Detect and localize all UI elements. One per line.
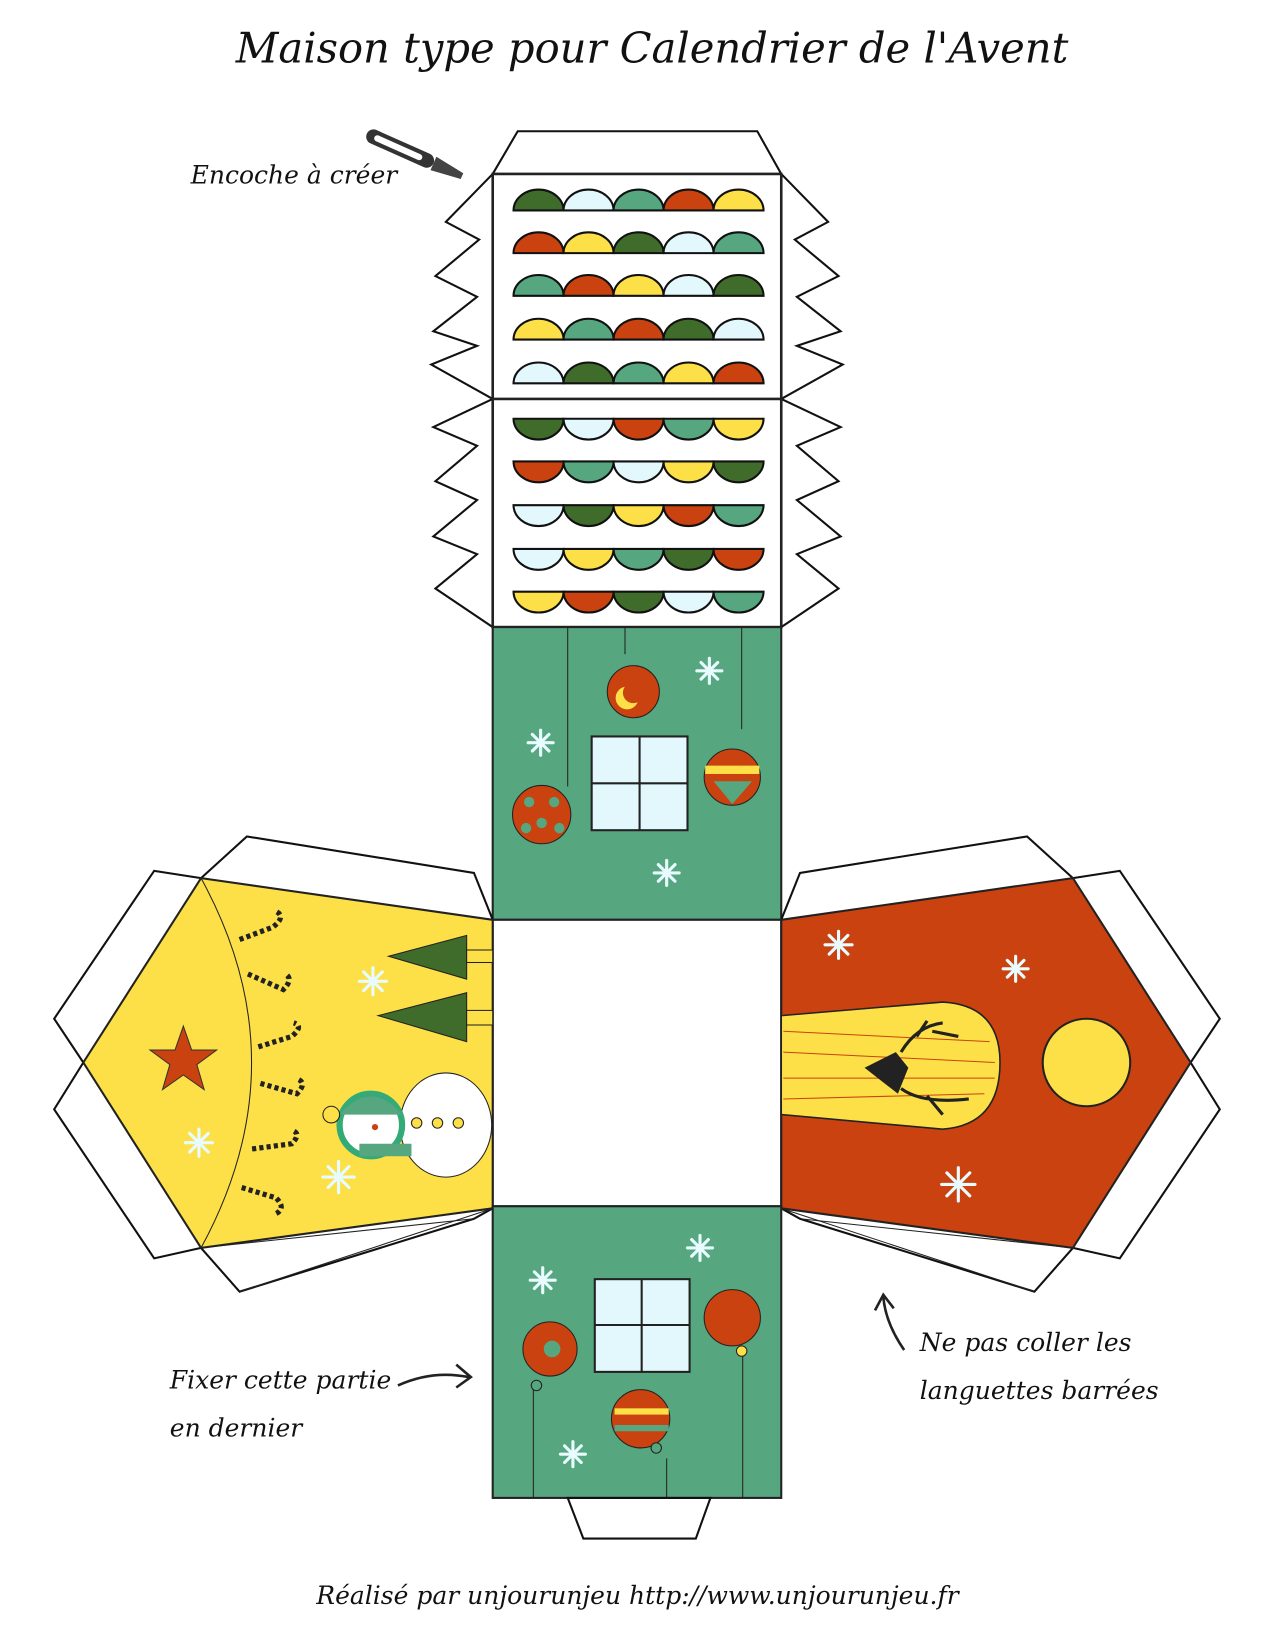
roof-tile (662, 188, 715, 212)
roof-tile (712, 547, 765, 571)
roof-tile (562, 188, 615, 212)
roof-tile (512, 231, 565, 255)
roof-tile (562, 504, 615, 528)
snowflake-icon (685, 1233, 715, 1262)
front-wall-panel (491, 626, 783, 921)
flower-ornament-icon (522, 1321, 578, 1392)
roof-tile (712, 317, 765, 341)
roof-tile (662, 417, 715, 441)
roof-tile (612, 547, 665, 571)
roof-tile (562, 274, 615, 297)
roof-tile (662, 274, 715, 297)
roof-tile (612, 460, 665, 484)
top-tab (490, 130, 784, 175)
roof-tile (712, 361, 765, 385)
snowflake-icon (321, 1159, 356, 1195)
roof-tile (562, 547, 615, 571)
tree-icon (386, 934, 494, 980)
roof-tile (712, 460, 765, 484)
snowflake-icon (652, 858, 681, 887)
roof-tile (662, 317, 715, 341)
fix-last-label-line1: Fixer cette partie (169, 1366, 391, 1395)
roof-tile (712, 274, 765, 297)
fix-last-label-line2: en dernier (170, 1413, 304, 1442)
roof-tile (562, 361, 615, 385)
roof-tile (712, 590, 765, 614)
arrow-up-icon (873, 1292, 906, 1351)
window (590, 735, 689, 832)
snowflake-icon (823, 929, 854, 960)
roof-tile (612, 504, 665, 528)
moon-icon (1041, 1017, 1132, 1108)
no-glue-label-line2: languettes barrées (920, 1376, 1159, 1405)
roof-tile (512, 188, 565, 212)
roof-tile (512, 460, 565, 484)
roof-tile (612, 590, 665, 614)
roof-tile (562, 590, 615, 614)
roof-tile (662, 590, 715, 614)
roof-tile (512, 590, 565, 614)
arrow-right-icon (397, 1363, 473, 1389)
roof-tile (562, 460, 615, 484)
snowflake-icon (940, 1166, 977, 1203)
roof-tile (612, 188, 665, 212)
snowflake-icon (526, 728, 555, 757)
roof-tile (712, 188, 765, 212)
snowflake-icon (183, 1127, 215, 1158)
roof-tile (512, 504, 565, 528)
roof-tile (512, 274, 565, 297)
no-glue-label-line1: Ne pas coller les (919, 1328, 1132, 1357)
page-title: Maison type pour Calendrier de l'Avent (235, 23, 1069, 72)
moon-ornament-icon (606, 665, 660, 719)
roof-tile (612, 274, 665, 297)
window (593, 1278, 691, 1373)
dotted-ornament-icon (511, 784, 572, 845)
roof-tile (512, 317, 565, 341)
reindeer-icon (864, 1019, 969, 1116)
star-icon (148, 1024, 219, 1091)
roof-tile (612, 317, 665, 341)
roof-tile (712, 504, 765, 528)
tree-icon (376, 992, 494, 1043)
roof-tile (512, 547, 565, 571)
snowflake-icon (558, 1440, 587, 1469)
roof-tile (612, 417, 665, 441)
snowflake-icon (528, 1266, 557, 1295)
back-wall-panel (491, 1205, 783, 1499)
roof-tile (512, 361, 565, 385)
roof-tile (662, 231, 715, 255)
candy-canes (238, 909, 305, 1216)
snowman-icon (322, 1072, 493, 1178)
credit-footer: Réalisé par unjourunjeu http://www.unjou… (315, 1581, 960, 1610)
craft-knife-icon (366, 129, 464, 179)
roof-tile (512, 417, 565, 441)
roof-tile (612, 361, 665, 385)
notch-label: Encoche à créer (190, 160, 400, 189)
roof-tile (662, 504, 715, 528)
roof-tile (662, 361, 715, 385)
striped-ornament-icon (703, 748, 761, 806)
snowflake-icon (357, 966, 389, 997)
snowflake-icon (1001, 954, 1030, 983)
roof-tile (712, 417, 765, 441)
left-wall-panel (52, 835, 494, 1293)
roof-tiles (512, 188, 765, 614)
roof-tile (562, 417, 615, 441)
roof-tile (712, 231, 765, 255)
right-wall-panel (780, 835, 1222, 1293)
roof-tile (562, 317, 615, 341)
snowflake-icon (695, 656, 724, 685)
striped-ornament-icon (610, 1389, 671, 1454)
star-ornament-icon (703, 1289, 761, 1357)
roof-tile (562, 231, 615, 255)
roof-zigzag-tabs (428, 173, 846, 628)
roof-tile (662, 460, 715, 484)
roof-tile (662, 547, 715, 571)
roof-tile (612, 231, 665, 255)
bottom-tab (566, 1496, 712, 1540)
floor-panel (491, 918, 783, 1208)
